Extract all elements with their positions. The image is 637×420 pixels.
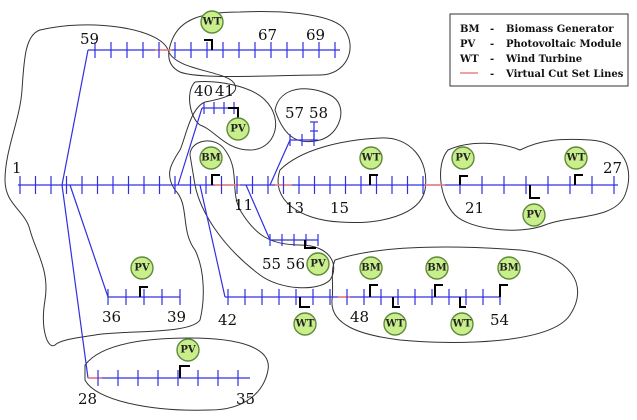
wt-generator-lower-a: WT — [383, 312, 407, 336]
legend-code-wt: WT — [459, 54, 479, 65]
legend-sep-pv: - — [490, 39, 494, 50]
wt-generator-top: WT — [200, 10, 224, 34]
bm-generator-center: BM — [199, 146, 223, 170]
legend-desc-cut: Virtual Cut Set Lines — [505, 69, 624, 80]
bus-label-13: 13 — [285, 199, 304, 217]
legend-code-bm: BM — [460, 24, 480, 35]
legend-desc-pv: Photovoltaic Module — [506, 39, 622, 50]
bus-label-40: 40 — [194, 82, 213, 100]
bus-label-27: 27 — [603, 159, 622, 177]
virtual-cut-set-lines — [88, 49, 445, 379]
region-bus42-48-54 — [331, 246, 579, 343]
legend-sep-bm: - — [490, 24, 494, 35]
svg-text:WT: WT — [566, 153, 586, 164]
legend-box — [449, 13, 629, 87]
bm-generator-bus48: BM — [359, 256, 383, 280]
bus-label-21: 21 — [465, 199, 484, 217]
wt-generator-bus42: WT — [293, 312, 317, 336]
legend-desc-wt: Wind Turbine — [505, 54, 582, 65]
svg-text:WT: WT — [361, 153, 381, 164]
svg-text:WT: WT — [385, 319, 405, 330]
wt-generator-bus15: WT — [359, 146, 383, 170]
legend-code-pv: PV — [460, 39, 476, 50]
bus-label-55: 55 — [262, 255, 281, 273]
pv-generator-bus36: PV — [130, 256, 154, 280]
region-bus28-35 — [84, 337, 269, 411]
svg-text:PV: PV — [526, 210, 542, 221]
bus-label-56: 56 — [286, 255, 305, 273]
generator-connectors — [139, 39, 583, 378]
bus-label-1: 1 — [12, 159, 22, 177]
bus-label-48: 48 — [350, 308, 369, 326]
wt-generator-bus27: WT — [564, 146, 588, 170]
region-bus57-58 — [274, 88, 342, 143]
bus-label-42: 42 — [218, 311, 237, 329]
bus-label-28: 28 — [78, 390, 97, 408]
region-bus40-41 — [189, 81, 277, 151]
bus-label-15: 15 — [330, 199, 349, 217]
bus-label-58: 58 — [309, 104, 328, 122]
region-bm-center — [189, 140, 335, 289]
svg-text:WT: WT — [295, 319, 315, 330]
bus-label-39: 39 — [167, 308, 186, 326]
pv-generator-bus41: PV — [226, 117, 250, 141]
pv-generator-lower-right: PV — [522, 203, 546, 227]
bus-label-36: 36 — [102, 308, 121, 326]
region-bus15 — [277, 137, 427, 223]
svg-text:PV: PV — [455, 153, 471, 164]
bus-label-57: 57 — [285, 104, 304, 122]
region-bus21-27 — [440, 138, 630, 231]
svg-text:BM: BM — [499, 263, 519, 274]
svg-text:PV: PV — [230, 124, 246, 135]
region-top-right — [168, 11, 351, 78]
bus-label-69: 69 — [306, 26, 325, 44]
bus-label-41: 41 — [215, 82, 234, 100]
pv-generator-bus28: PV — [176, 338, 200, 362]
bm-generator-bus54: BM — [497, 256, 521, 280]
legend: BM - Biomass Generator PV - Photovoltaic… — [449, 13, 629, 87]
svg-text:PV: PV — [180, 345, 196, 356]
bus-label-67: 67 — [258, 26, 277, 44]
legend-sep-wt: - — [490, 54, 494, 65]
svg-text:BM: BM — [427, 263, 447, 274]
svg-text:PV: PV — [134, 263, 150, 274]
legend-sep-cut: - — [490, 69, 494, 80]
svg-text:BM: BM — [201, 153, 221, 164]
bus-ticks — [19, 42, 615, 386]
bus-label-11: 11 — [234, 196, 253, 214]
svg-text:PV: PV — [310, 259, 326, 270]
wt-generator-lower-b: WT — [450, 312, 474, 336]
pv-generator-bus56: PV — [306, 252, 330, 276]
bus-label-59: 59 — [80, 30, 99, 48]
svg-text:BM: BM — [361, 263, 381, 274]
svg-text:WT: WT — [202, 17, 222, 28]
bm-generator-mid: BM — [425, 256, 449, 280]
legend-desc-bm: Biomass Generator — [506, 24, 614, 35]
svg-text:WT: WT — [452, 319, 472, 330]
bus-label-54: 54 — [490, 311, 509, 329]
pv-generator-bus21: PV — [451, 146, 475, 170]
bus-label-35: 35 — [236, 390, 255, 408]
